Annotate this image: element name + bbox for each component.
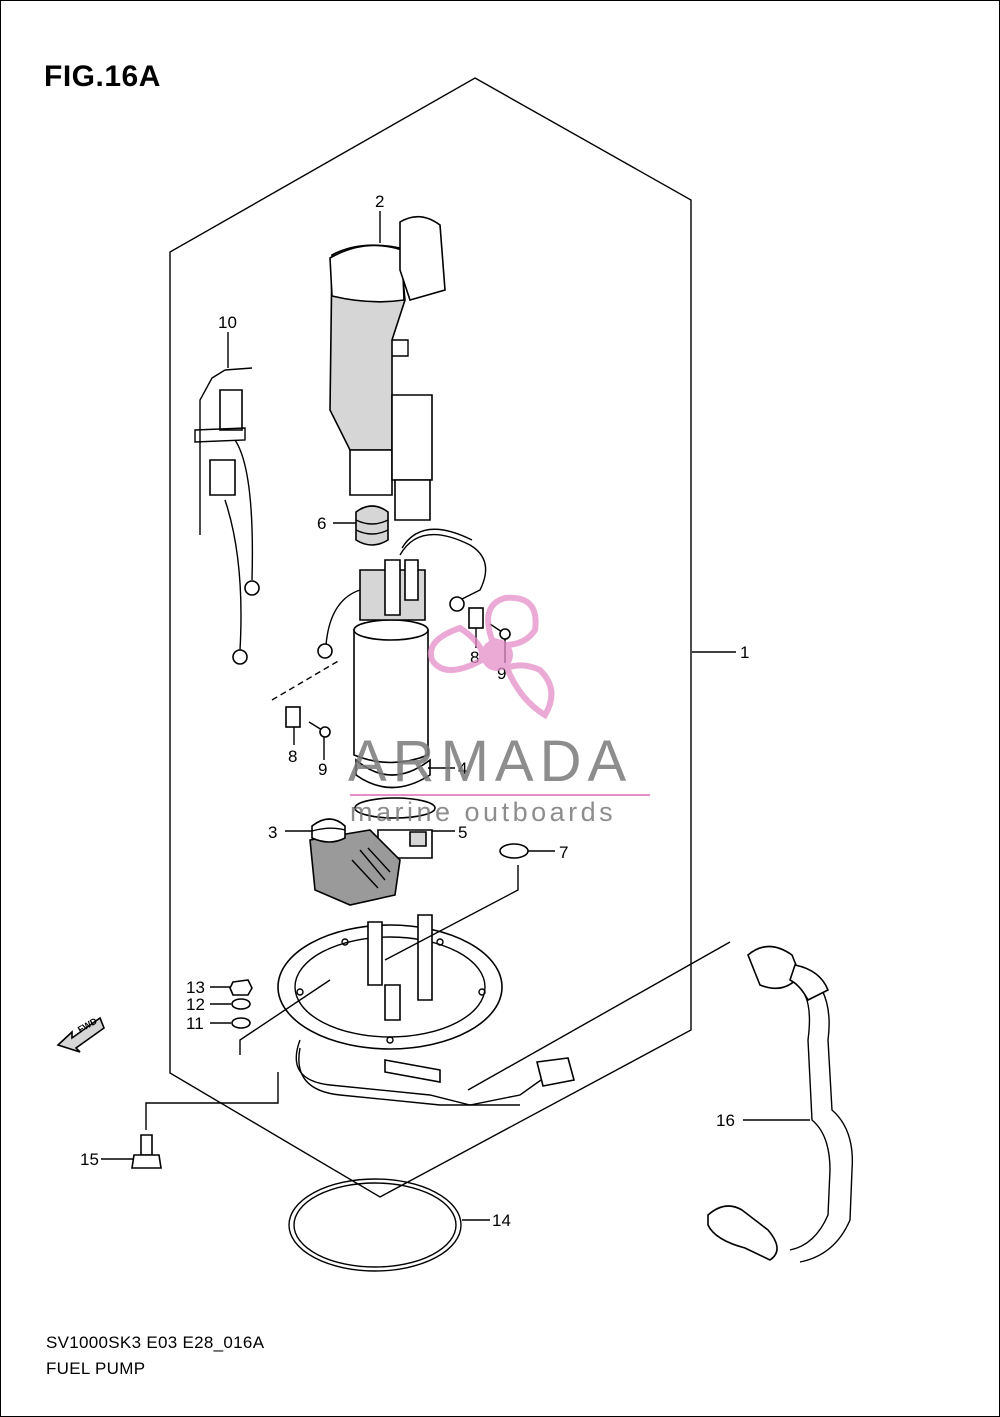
callout-5: 5 [458,823,467,842]
callout-16: 16 [716,1111,735,1130]
part-nut[interactable] [229,979,253,996]
figure-title: FIG.16A [44,60,161,93]
part-screw-left[interactable] [308,721,331,738]
callout-labels: 1 2 3 4 5 6 7 8 9 10 11 12 13 14 15 16 8… [80,192,749,1230]
part-bracket-left[interactable] [285,706,301,728]
callout-7: 7 [559,843,568,862]
callout-8: 8 [288,747,297,766]
part-pump-holder[interactable] [354,797,436,859]
part-washer-b[interactable] [231,1017,251,1029]
part-mounting-plate[interactable] [277,914,503,1083]
part-tank-gasket[interactable] [288,1178,462,1272]
part-fuel-filter[interactable] [309,818,401,906]
part-screw-right[interactable] [489,623,511,640]
watermark-tagline: marine outboards [350,797,617,827]
callout-13: 13 [186,978,205,997]
part-washer-a[interactable] [231,998,251,1010]
diagram-code: SV1000SK3 E03 E28_016A [46,1333,265,1352]
assembly-boundary [169,77,692,1198]
diagram-name: FUEL PUMP [46,1359,146,1378]
leader-lines [101,211,810,1221]
watermark-propeller-icon [427,594,555,720]
watermark-brand: ARMADA [348,729,633,794]
callout-14: 14 [492,1211,511,1230]
callout-12: 12 [186,995,205,1014]
callout-3: 3 [268,823,277,842]
part-fuel-hose[interactable] [707,945,854,1263]
part-rubber-sleeve[interactable] [355,505,389,546]
callout-6: 6 [317,514,326,533]
callout-9: 9 [318,760,327,779]
callout-1: 1 [740,643,749,662]
callout-15: 15 [80,1150,99,1169]
callout-8b: 8 [470,648,479,667]
part-bracket-right[interactable] [468,607,484,629]
part-pump-wiring[interactable] [317,528,487,659]
part-bolt[interactable] [131,1134,162,1169]
part-small-o-ring[interactable] [499,843,529,859]
callout-9b: 9 [497,664,506,683]
part-plate-harness[interactable] [295,1039,575,1106]
part-pump-housing[interactable] [329,215,446,521]
callout-2: 2 [375,192,384,211]
callout-11: 11 [186,1014,204,1033]
part-fuel-pump[interactable] [353,559,431,789]
part-level-sensor[interactable] [194,367,260,665]
fwd-direction-badge: FWD [56,1016,105,1053]
callout-4: 4 [458,759,467,778]
callout-10: 10 [218,313,237,332]
